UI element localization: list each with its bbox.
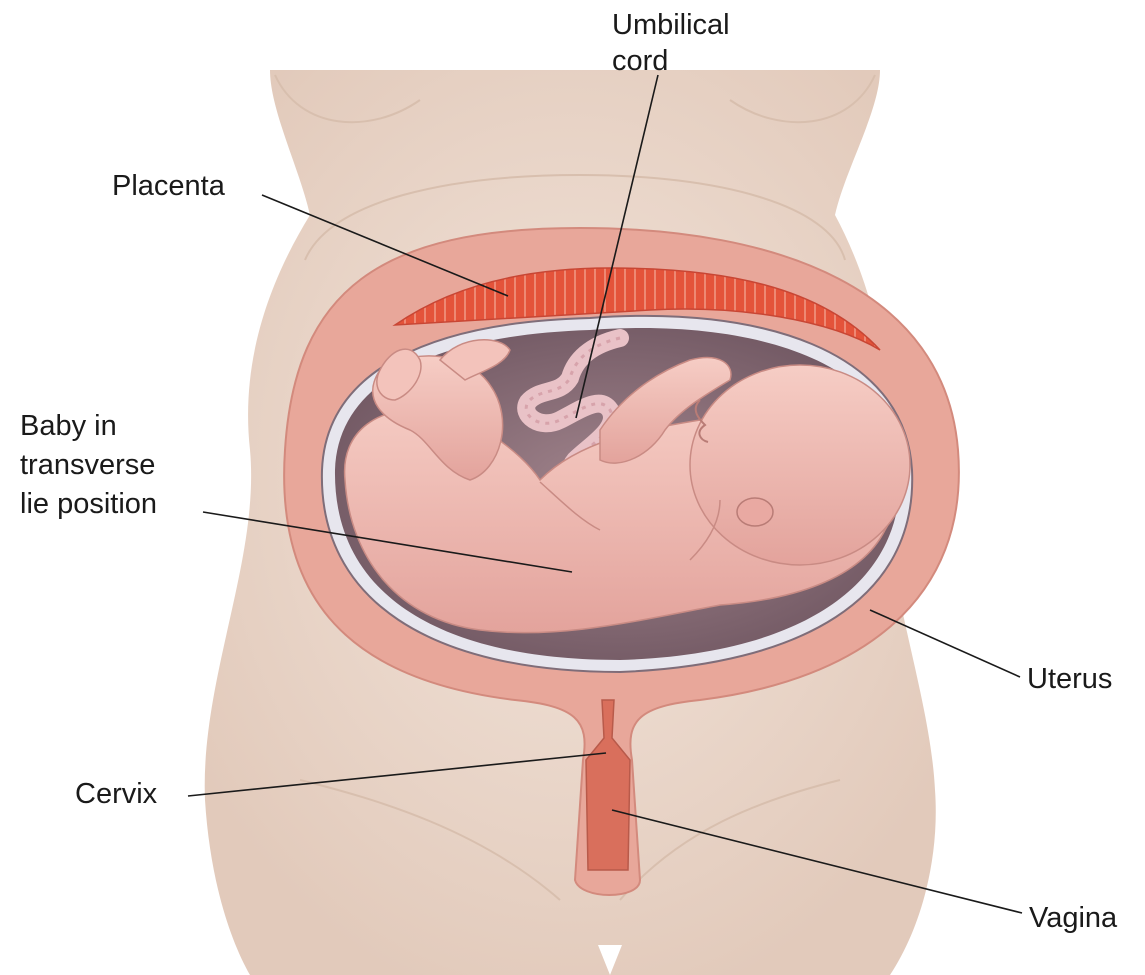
label-baby-line1: Baby in bbox=[20, 410, 117, 442]
label-cervix: Cervix bbox=[75, 778, 158, 810]
baby-head bbox=[690, 365, 910, 565]
label-baby-line3: lie position bbox=[20, 488, 157, 520]
label-vagina: Vagina bbox=[1029, 902, 1118, 934]
label-uterus: Uterus bbox=[1027, 663, 1112, 695]
label-placenta: Placenta bbox=[112, 170, 226, 202]
label-baby: Baby in transverse lie position bbox=[20, 410, 163, 520]
baby-ear bbox=[737, 498, 773, 526]
label-umbilical-cord-line2: cord bbox=[612, 45, 668, 77]
label-umbilical-cord-line1: Umbilical bbox=[612, 9, 730, 41]
label-baby-line2: transverse bbox=[20, 449, 155, 481]
label-umbilical-cord: Umbilical cord bbox=[612, 9, 738, 77]
